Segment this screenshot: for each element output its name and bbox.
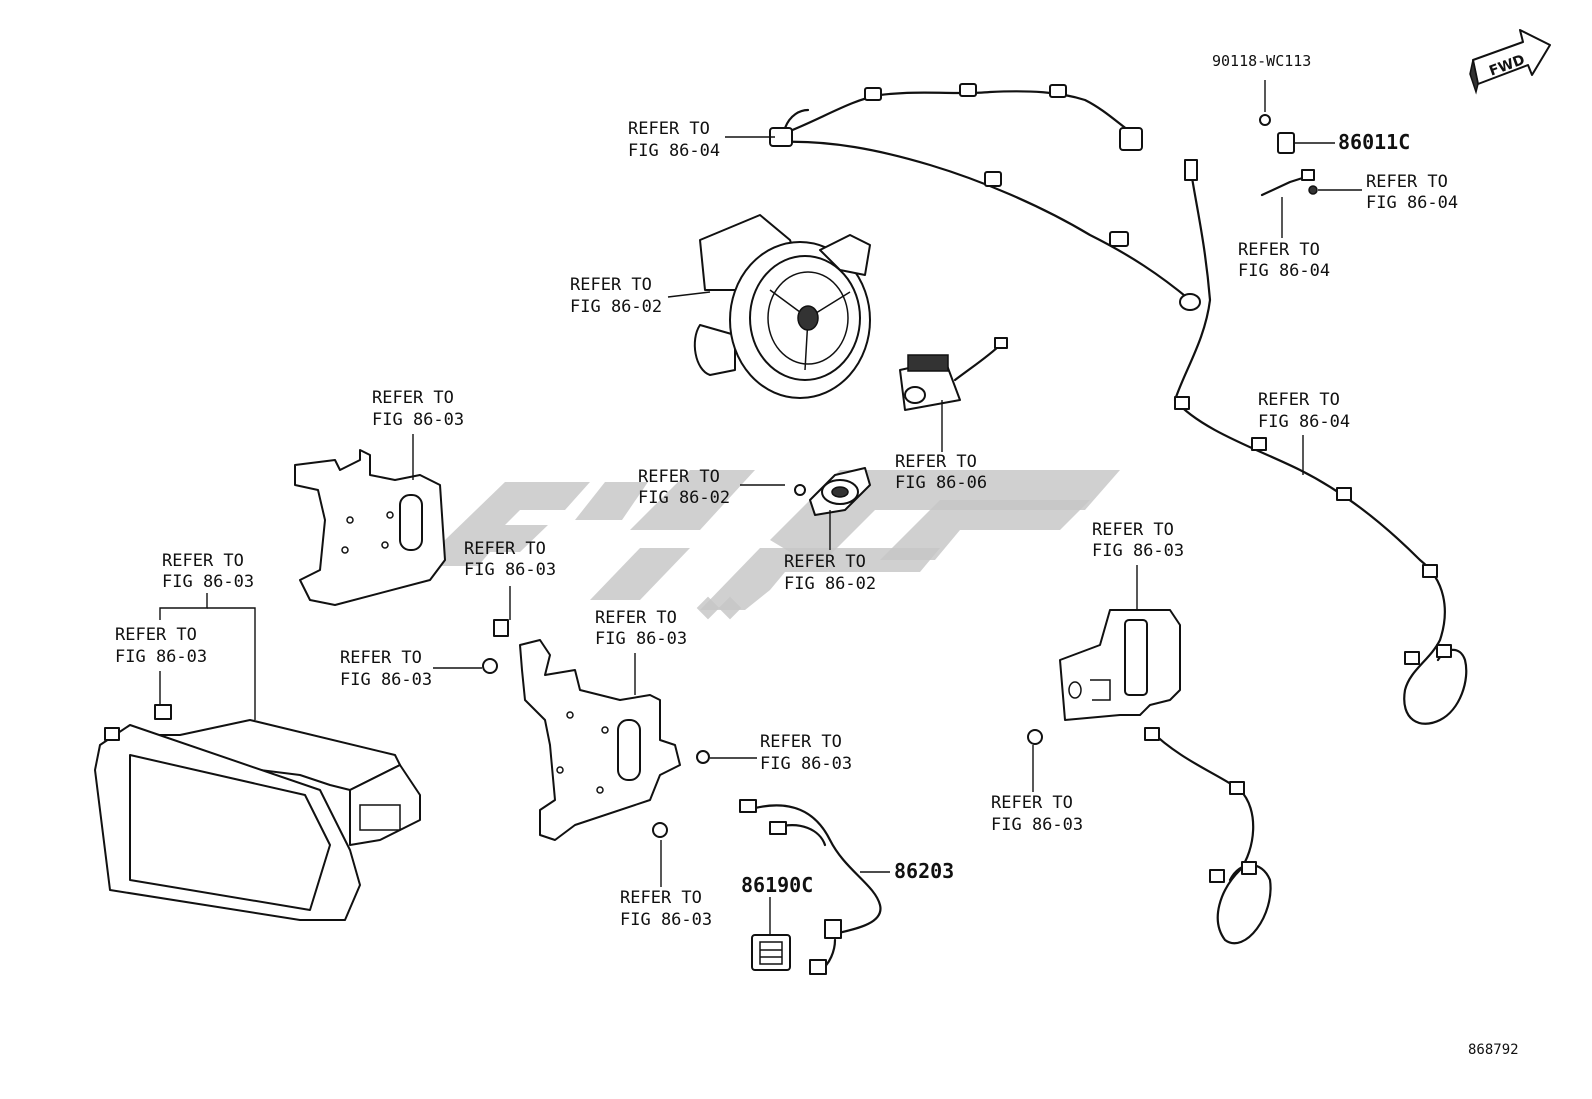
callout-refer-fig-86-02-tweeter: REFER TO FIG 86-02 <box>784 552 876 594</box>
fwd-arrow-icon: FWD <box>1469 29 1551 95</box>
roof-wire-harness <box>769 83 1201 311</box>
svg-text:REFER TO: REFER TO <box>895 452 977 472</box>
speaker-assembly <box>693 214 871 399</box>
svg-text:FIG 86-03: FIG 86-03 <box>115 647 207 667</box>
sensor-wire-harness <box>1173 159 1468 725</box>
svg-text:FIG 86-04: FIG 86-04 <box>628 141 720 161</box>
svg-text:REFER TO: REFER TO <box>372 388 454 408</box>
svg-text:FIG 86-03: FIG 86-03 <box>372 410 464 430</box>
svg-text:REFER TO: REFER TO <box>628 119 710 139</box>
callout-refer-fig-86-04-top: REFER TO FIG 86-04 <box>628 119 720 161</box>
connector-86190C <box>751 934 791 971</box>
svg-text:REFER TO: REFER TO <box>162 551 244 571</box>
part-number-antenna-module: 86011C <box>1338 130 1410 154</box>
bracket-center <box>519 639 681 841</box>
callout-refer-fig-86-04-antenna-lead: REFER TO FIG 86-04 <box>1238 240 1330 281</box>
illustration-id: 868792 <box>1468 1042 1519 1058</box>
svg-text:FIG 86-03: FIG 86-03 <box>340 670 432 690</box>
callout-refer-fig-86-04-antenna-screw: REFER TO FIG 86-04 <box>1366 172 1458 213</box>
part-number-bolt: 90118-WC113 <box>1212 52 1311 70</box>
callout-refer-fig-86-03-screw-right: REFER TO FIG 86-03 <box>760 732 852 774</box>
callout-refer-fig-86-03-bracket-center: REFER TO FIG 86-03 <box>595 608 687 649</box>
part-number-connector: 86190C <box>741 873 813 897</box>
svg-text:REFER TO: REFER TO <box>638 467 720 487</box>
callout-refer-fig-86-04-harness-right: REFER TO FIG 86-04 <box>1258 390 1350 432</box>
svg-text:REFER TO: REFER TO <box>1366 172 1448 192</box>
svg-text:REFER TO: REFER TO <box>784 552 866 572</box>
svg-text:FIG 86-03: FIG 86-03 <box>162 572 254 592</box>
svg-text:FIG 86-02: FIG 86-02 <box>784 574 876 594</box>
svg-text:FIG 86-03: FIG 86-03 <box>620 910 712 930</box>
callout-refer-fig-86-02-screw: REFER TO FIG 86-02 <box>638 467 730 508</box>
svg-text:FIG 86-03: FIG 86-03 <box>464 560 556 580</box>
callout-refer-fig-86-03-bracket-right: REFER TO FIG 86-03 <box>1092 520 1184 561</box>
svg-text:FIG 86-02: FIG 86-02 <box>638 488 730 508</box>
svg-text:REFER TO: REFER TO <box>464 539 546 559</box>
svg-text:REFER TO: REFER TO <box>991 793 1073 813</box>
bracket-right <box>1059 609 1272 945</box>
callout-refer-fig-86-06-camera: REFER TO FIG 86-06 <box>895 452 987 493</box>
svg-text:FIG 86-03: FIG 86-03 <box>595 629 687 649</box>
svg-text:FIG 86-02: FIG 86-02 <box>570 297 662 317</box>
callout-refer-fig-86-03-screw-bottom: REFER TO FIG 86-03 <box>620 888 712 930</box>
tweeter <box>794 467 871 516</box>
svg-text:REFER TO: REFER TO <box>1238 240 1320 260</box>
callout-refer-fig-86-03-screw-far-right: REFER TO FIG 86-03 <box>991 793 1083 835</box>
svg-text:FIG 86-04: FIG 86-04 <box>1258 412 1350 432</box>
svg-text:REFER TO: REFER TO <box>570 275 652 295</box>
bracket-left <box>294 449 446 606</box>
callout-refer-fig-86-03-screw-left: REFER TO FIG 86-03 <box>340 648 432 690</box>
callout-refer-fig-86-03-head-unit: REFER TO FIG 86-03 <box>162 551 254 592</box>
svg-text:REFER TO: REFER TO <box>595 608 677 628</box>
svg-text:REFER TO: REFER TO <box>115 625 197 645</box>
svg-text:FIG 86-03: FIG 86-03 <box>1092 541 1184 561</box>
svg-text:FIG 86-06: FIG 86-06 <box>895 473 987 493</box>
svg-text:REFER TO: REFER TO <box>1092 520 1174 540</box>
cable-assy-86203 <box>739 799 882 975</box>
svg-text:FIG 86-04: FIG 86-04 <box>1366 193 1458 213</box>
head-unit <box>94 704 421 921</box>
fasteners <box>482 619 1043 838</box>
svg-text:REFER TO: REFER TO <box>1258 390 1340 410</box>
svg-text:REFER TO: REFER TO <box>620 888 702 908</box>
callout-refer-fig-86-03-clip-center: REFER TO FIG 86-03 <box>464 539 556 580</box>
svg-text:FIG 86-04: FIG 86-04 <box>1238 261 1330 281</box>
leader-lines <box>159 80 1362 935</box>
backup-camera <box>899 337 1008 411</box>
callout-refer-fig-86-03-bracket-left: REFER TO FIG 86-03 <box>372 388 464 430</box>
callout-refer-fig-86-03-head-unit-clip: REFER TO FIG 86-03 <box>115 625 207 667</box>
antenna-module-86011C <box>1259 114 1318 197</box>
callout-refer-fig-86-02-speaker: REFER TO FIG 86-02 <box>570 275 662 317</box>
part-number-cable-assy: 86203 <box>894 859 954 883</box>
svg-text:REFER TO: REFER TO <box>340 648 422 668</box>
svg-text:REFER TO: REFER TO <box>760 732 842 752</box>
svg-text:FIG 86-03: FIG 86-03 <box>760 754 852 774</box>
svg-text:FIG 86-03: FIG 86-03 <box>991 815 1083 835</box>
